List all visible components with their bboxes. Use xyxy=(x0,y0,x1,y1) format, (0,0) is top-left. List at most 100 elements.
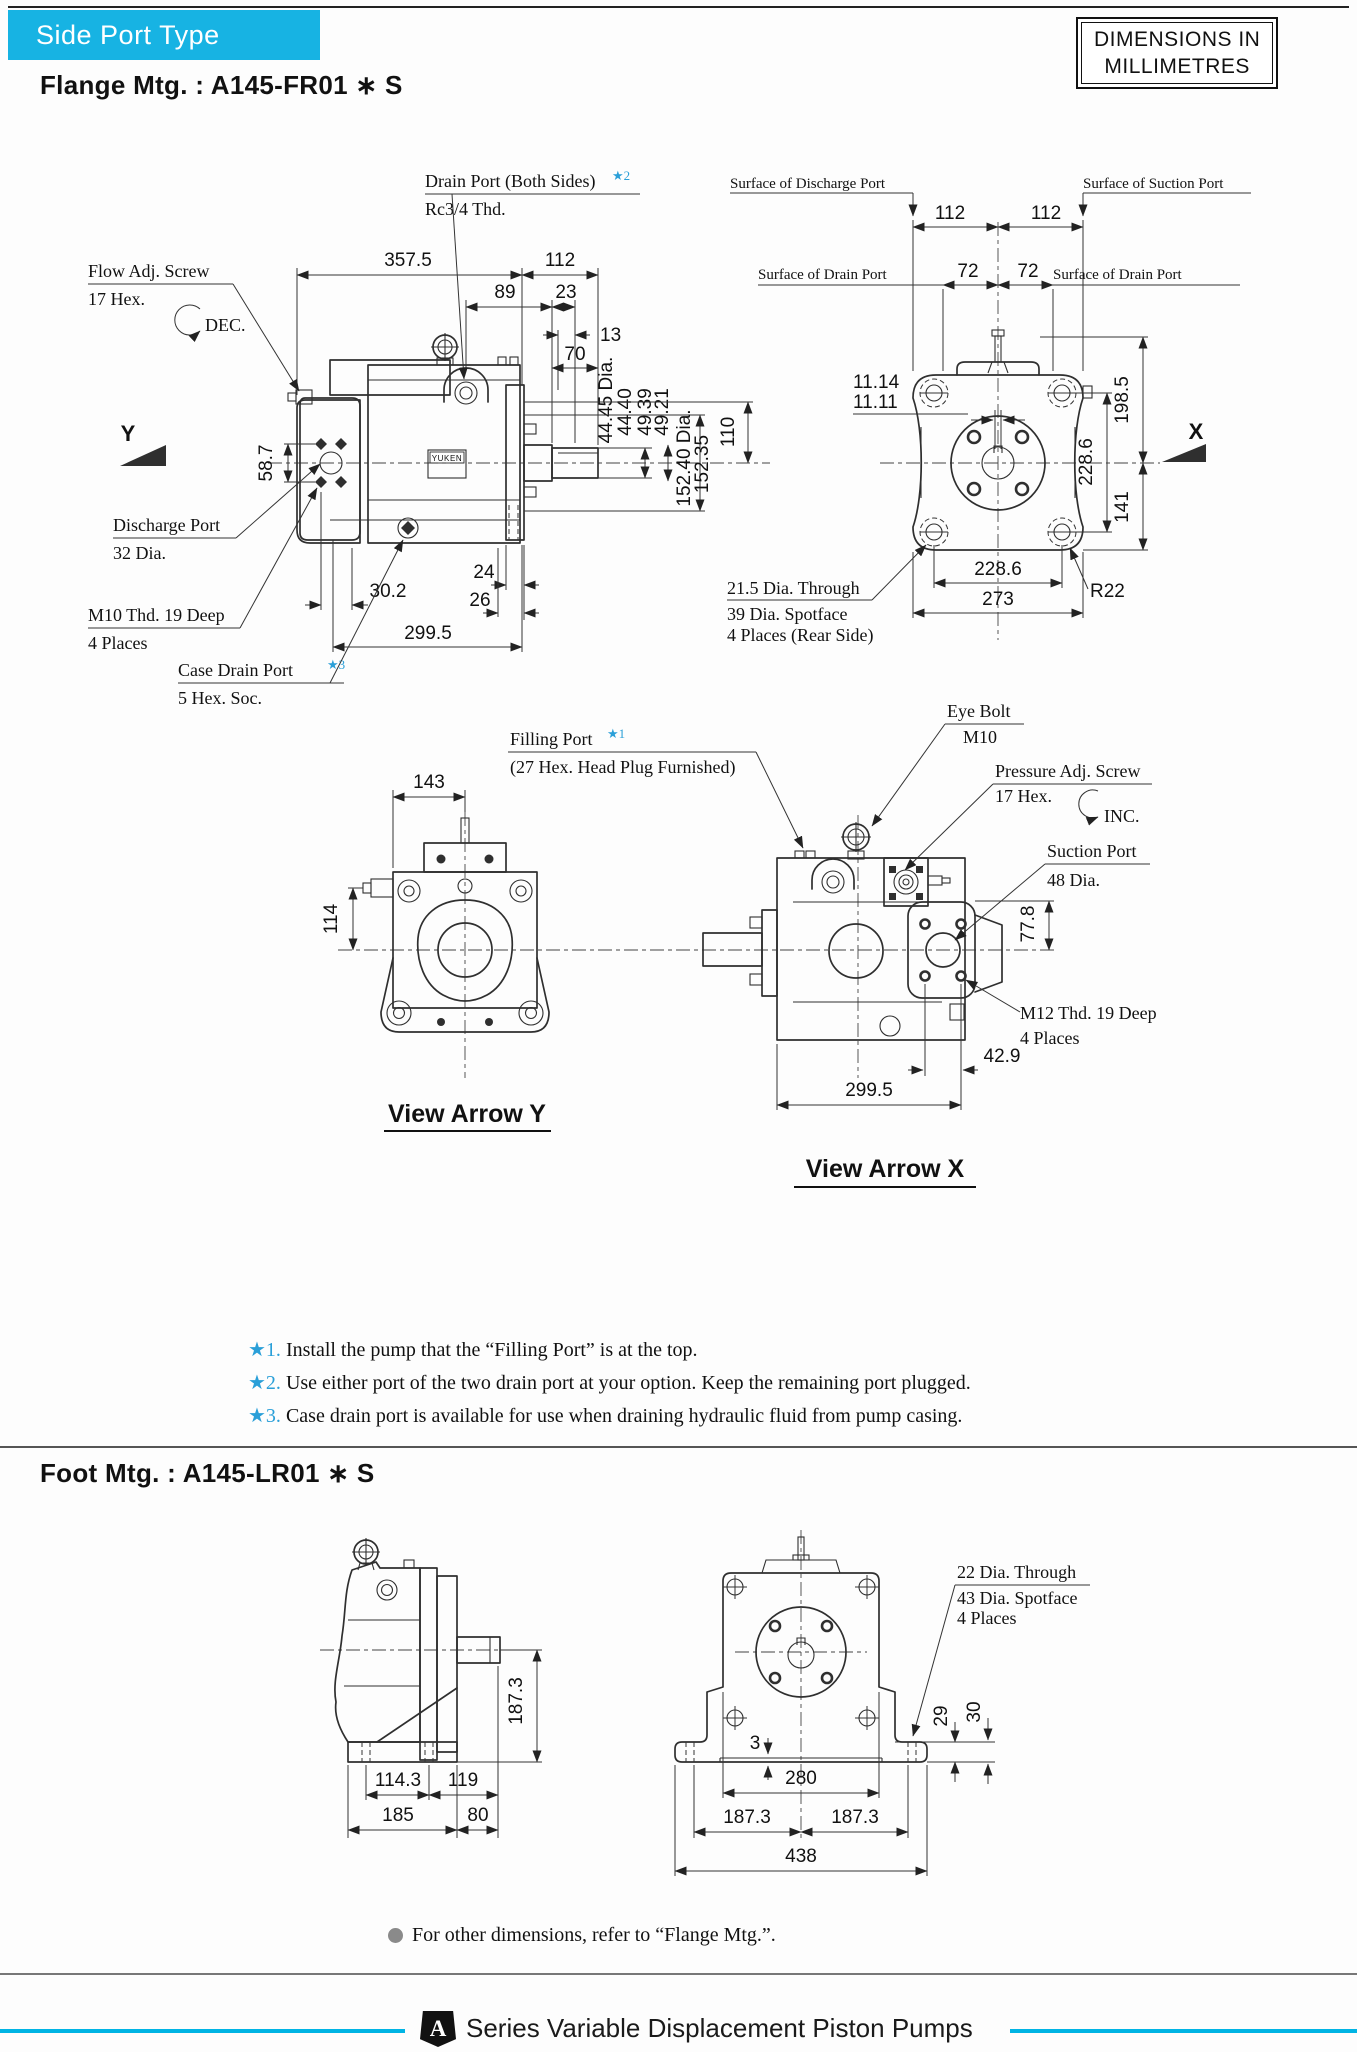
dim-r22: R22 xyxy=(1090,581,1125,602)
dim-114: 114 xyxy=(321,903,342,934)
dim-280: 280 xyxy=(785,1768,817,1789)
top-rule xyxy=(8,6,1349,8)
dim-70: 70 xyxy=(564,344,585,365)
section-divider xyxy=(0,1446,1357,1448)
dim-228-6-horizontal: 228.6 xyxy=(974,559,1022,580)
case-drain-label: Case Drain Port xyxy=(178,660,293,680)
flange-heading: Flange Mtg. : A145-FR01 ∗ S xyxy=(40,70,403,100)
filling-port-star: ★1 xyxy=(607,726,625,741)
dim-44-45: 44.45 Dia. xyxy=(596,357,617,444)
view-arrow-y-caption: View Arrow Y xyxy=(388,1100,546,1128)
section-banner: Side Port Type xyxy=(8,10,320,60)
footer-title: Series Variable Displacement Piston Pump… xyxy=(466,2013,973,2043)
inc-label: INC. xyxy=(1104,806,1140,826)
view-arrow-x-drawing xyxy=(702,815,1003,1078)
dim-357-5: 357.5 xyxy=(384,250,432,271)
dim-30: 30 xyxy=(964,1701,985,1722)
series-logo-icon: A xyxy=(420,2011,456,2047)
drain-port-label: Drain Port (Both Sides) xyxy=(425,171,596,192)
view-x-axis-label: X xyxy=(1189,419,1204,444)
dim-119: 119 xyxy=(448,1770,478,1791)
bullet-icon xyxy=(388,1928,403,1943)
dim-112-left: 112 xyxy=(935,203,965,224)
view-arrow-y-dimensions: 143 114 View Arrow Y Filling Port ★1 (27… xyxy=(321,726,804,1132)
flange-rear-dimensions: Surface of Discharge Port Surface of Suc… xyxy=(727,176,1251,646)
surface-discharge-label: Surface of Discharge Port xyxy=(730,176,886,192)
dim-438: 438 xyxy=(785,1846,817,1867)
dim-11-14: 11.14 xyxy=(853,372,900,393)
foot-heading: Foot Mtg. : A145-LR01 ∗ S xyxy=(40,1458,375,1488)
eye-bolt-size-label: M10 xyxy=(963,727,997,747)
view-y-axis-label: Y xyxy=(121,421,136,446)
flange-side-callouts: Flow Adj. Screw 17 Hex. DEC. Y Drain Por… xyxy=(88,168,640,708)
dim-3: 3 xyxy=(750,1733,761,1754)
suction-port-label: Suction Port xyxy=(1047,841,1137,861)
foot-hole-places-label: 4 Places xyxy=(957,1608,1016,1628)
drain-thread-label: Rc3/4 Thd. xyxy=(425,199,506,219)
flow-adj-hex-label: 17 Hex. xyxy=(88,289,145,309)
footnote-1-text: Install the pump that the “Filling Port”… xyxy=(285,1339,698,1361)
other-dimensions-note: For other dimensions, refer to “Flange M… xyxy=(388,1924,776,1947)
footnote-1-marker: ★1. xyxy=(248,1339,281,1361)
footer-line-left xyxy=(0,2029,405,2033)
footnote-2-text: Use either port of the two drain port at… xyxy=(285,1372,971,1394)
m10-places-label: 4 Places xyxy=(88,633,147,653)
surface-drain-left-label: Surface of Drain Port xyxy=(758,267,888,283)
foot-side-view xyxy=(320,1538,520,1763)
dim-299-5-x: 299.5 xyxy=(845,1080,893,1101)
drain-port-star: ★2 xyxy=(612,168,630,183)
dec-label: DEC. xyxy=(205,315,246,335)
footnote-1: ★1. Install the pump that the “Filling P… xyxy=(248,1334,971,1367)
view-arrow-x-dimensions: 77.8 M12 Thd. 19 Deep 4 Places 42.9 299.… xyxy=(776,701,1157,1188)
footnote-2: ★2. Use either port of the two drain por… xyxy=(248,1367,971,1400)
dim-58-7: 58.7 xyxy=(256,445,277,482)
eye-bolt-label: Eye Bolt xyxy=(947,701,1011,721)
flow-adj-label: Flow Adj. Screw xyxy=(88,261,210,281)
discharge-dia-label: 32 Dia. xyxy=(113,543,166,563)
pressure-hex-label: 17 Hex. xyxy=(995,786,1052,806)
dim-187-3-right: 187.3 xyxy=(831,1807,879,1828)
foot-hole-22-label: 22 Dia. Through xyxy=(957,1562,1076,1582)
m10-label: M10 Thd. 19 Deep xyxy=(88,605,225,625)
m12-label: M12 Thd. 19 Deep xyxy=(1020,1003,1157,1023)
dim-299-5: 299.5 xyxy=(404,623,452,644)
hole-39-label: 39 Dia. Spotface xyxy=(727,604,847,624)
dim-23: 23 xyxy=(555,282,576,303)
note-text: For other dimensions, refer to “Flange M… xyxy=(412,1924,776,1946)
view-x-arrow-icon xyxy=(1162,444,1206,462)
surface-drain-right-label: Surface of Drain Port xyxy=(1053,267,1183,283)
brand-plate-label: YUKEN xyxy=(432,454,463,463)
footnote-3-text: Case drain port is available for use whe… xyxy=(285,1405,963,1427)
footnote-2-marker: ★2. xyxy=(248,1372,281,1394)
footnote-3: ★3. Case drain port is available for use… xyxy=(248,1400,971,1433)
dim-29: 29 xyxy=(931,1705,952,1726)
view-arrow-y-drawing xyxy=(338,812,1055,1078)
dim-89: 89 xyxy=(494,282,515,303)
flange-rear-view xyxy=(880,222,1160,640)
flange-side-dimensions: 357.5 112 89 23 13 70 44.45 Dia. 44.40 4… xyxy=(256,250,753,652)
dim-185: 185 xyxy=(382,1805,414,1826)
dim-49-21: 49.21 xyxy=(652,388,673,436)
dim-80: 80 xyxy=(467,1805,488,1826)
dim-24: 24 xyxy=(473,562,495,583)
foot-front-view xyxy=(674,1530,928,1840)
case-drain-star: ★3 xyxy=(327,657,345,672)
view-arrow-x-caption: View Arrow X xyxy=(806,1155,965,1183)
pressure-adj-label: Pressure Adj. Screw xyxy=(995,761,1140,781)
dim-152-40: 152.40 Dia. xyxy=(674,409,695,506)
flange-side-view: YUKEN xyxy=(268,333,770,544)
dim-112: 112 xyxy=(545,250,575,271)
dim-187-3-vertical: 187.3 xyxy=(506,1677,527,1725)
filling-port-plug-label: (27 Hex. Head Plug Furnished) xyxy=(510,757,735,778)
case-drain-soc-label: 5 Hex. Soc. xyxy=(178,688,262,708)
hole-21-5-label: 21.5 Dia. Through xyxy=(727,578,860,598)
dim-110: 110 xyxy=(718,417,739,447)
dimensions-box-line2: MILLIMETRES xyxy=(1104,55,1250,78)
dim-273: 273 xyxy=(982,589,1014,610)
dimensions-box: DIMENSIONS IN MILLIMETRES xyxy=(1076,17,1279,89)
surface-suction-label: Surface of Suction Port xyxy=(1083,176,1224,192)
footer-line-right xyxy=(1010,2029,1357,2033)
dim-114-3: 114.3 xyxy=(375,1770,421,1791)
dim-187-3-left: 187.3 xyxy=(723,1807,771,1828)
